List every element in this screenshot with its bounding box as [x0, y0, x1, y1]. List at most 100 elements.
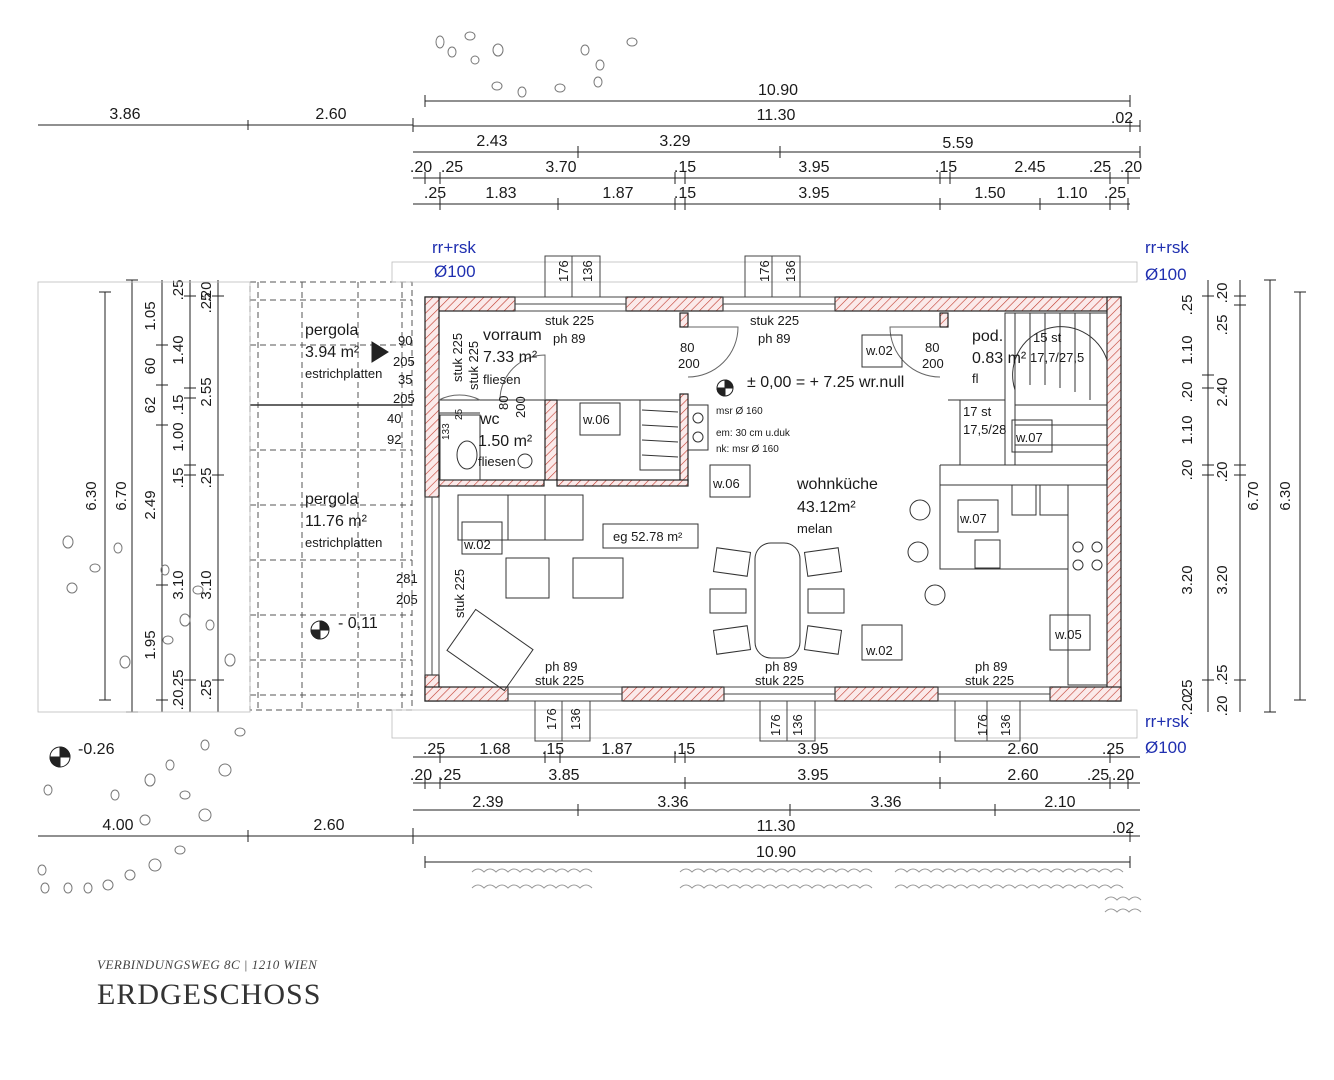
- dim-right-c1: 1.10: [1179, 415, 1196, 444]
- room-floor-wc: fliesen: [478, 454, 516, 469]
- window-height: 136: [790, 714, 805, 736]
- room-floor-wohnkueche: melan: [797, 521, 832, 536]
- dim-top-r4: .25: [1089, 159, 1111, 176]
- dim-left-c2: .15: [170, 395, 187, 416]
- opening-dim: 25: [454, 408, 465, 420]
- level-markers: [49, 341, 734, 768]
- dim-right-c1: .20: [1179, 382, 1196, 403]
- dim-top-r4: 3.95: [798, 159, 829, 176]
- note-stuk-vertical: stuk 225: [452, 569, 467, 618]
- dim-left-c2: .25: [170, 280, 187, 301]
- dim-right-c1: .25: [1179, 680, 1196, 701]
- dim-top-r4: .20: [1120, 159, 1142, 176]
- opening-dim: 92: [387, 432, 401, 447]
- dim-right-c1: .20: [1179, 460, 1196, 481]
- address-caption: VERBINDUNGSWEG 8C | 1210 WIEN: [97, 957, 318, 972]
- dim-top-total-2: 11.30: [757, 107, 796, 124]
- window-width: 176: [975, 714, 990, 736]
- note-w02: w.02: [865, 643, 893, 658]
- blue-labels: rr+rsk Ø100 rr+rsk Ø100 rr+rsk Ø100: [432, 238, 1189, 757]
- pipe-diameter-top-right: Ø100: [1145, 265, 1187, 284]
- dim-bot-r1: 3.95: [797, 741, 828, 758]
- note-w06: w.06: [712, 476, 740, 491]
- rain-pipe-label-top-right: rr+rsk: [1145, 238, 1189, 257]
- dim-left-c2: .25: [170, 670, 187, 691]
- room-area-pergola-1: 3.94 m²: [305, 344, 360, 361]
- pipe-diameter-bottom-right: Ø100: [1145, 738, 1187, 757]
- note-stuk-vertical: stuk 225: [450, 333, 465, 382]
- window-height: 136: [783, 260, 798, 282]
- dim-right-c1: 3.20: [1179, 565, 1196, 594]
- opening-dim: 133: [441, 423, 452, 440]
- dim-top-r5: 3.95: [798, 185, 829, 202]
- dim-bot-r2: .20: [410, 767, 432, 784]
- dim-top-r5: 1.50: [974, 185, 1005, 202]
- dim-top-total-1: 10.90: [758, 82, 798, 99]
- dim-left-c4: .25: [198, 293, 215, 314]
- dim-top-r5: 1.10: [1056, 185, 1087, 202]
- window-width: 176: [556, 260, 571, 282]
- dim-bot-r1: .25: [1102, 741, 1124, 758]
- dim-top-r3: 2.43: [476, 133, 507, 150]
- dim-top-left-1: 3.86: [109, 106, 140, 123]
- dim-bot-left: 4.00: [102, 817, 133, 834]
- door-height: 200: [922, 356, 944, 371]
- dim-left-c4: .25: [198, 468, 215, 489]
- dim-top-r4: .15: [935, 159, 957, 176]
- dim-top-r5: 1.83: [485, 185, 516, 202]
- level-main-label: ± 0,00 = + 7.25 wr.null: [747, 374, 904, 391]
- dim-top-r4: .15: [674, 159, 696, 176]
- dim-left-c3: .20: [198, 282, 215, 303]
- stairs-lower-count: 17 st: [963, 404, 992, 419]
- dim-left-c2: 3.10: [170, 570, 187, 599]
- note-ph: ph 89: [758, 331, 791, 346]
- dim-top-r4: .25: [441, 159, 463, 176]
- dim-top-r3: 3.29: [659, 133, 690, 150]
- dim-bot-r1: .15: [542, 741, 564, 758]
- opening-dim: 90: [398, 333, 412, 348]
- terrace-paving: [37, 261, 1138, 739]
- room-area-wohnkueche: 43.12m²: [797, 499, 856, 516]
- dim-bot-r1: 2.60: [1007, 741, 1038, 758]
- bottom-dimensions: [38, 751, 1140, 868]
- room-area-vorraum: 7.33 m²: [483, 349, 538, 366]
- door-width: 80: [496, 396, 511, 410]
- dim-left-c2: 1.00: [170, 422, 187, 451]
- dim-bot-r1: 1.87: [601, 741, 632, 758]
- room-area-pergola-2: 11.76 m²: [305, 513, 368, 530]
- dim-bot-r2: .25: [1087, 767, 1109, 784]
- right-dimensions: [1202, 279, 1306, 713]
- interior-partitions: [438, 312, 1108, 692]
- opening-dim: 40: [387, 411, 401, 426]
- dim-left-c1: 62: [142, 397, 159, 414]
- dim-left-c3: 3.10: [198, 570, 215, 599]
- note-stuk-vertical: stuk 225: [466, 341, 481, 390]
- left-dimensions: [99, 279, 224, 713]
- dim-right-c1: .20: [1179, 695, 1196, 716]
- right-dimension-labels: .25 1.10 .20 1.10 .20 3.20 .25 .20 .20 .…: [1179, 283, 1294, 717]
- dim-bot-r2: .25: [439, 767, 461, 784]
- note-w07: w.07: [1015, 430, 1043, 445]
- room-area-wc: 1.50 m²: [478, 433, 533, 450]
- dim-right-c2: .25: [1214, 665, 1231, 686]
- bottom-dimension-labels: .25 1.68 .15 1.87 .15 3.95 2.60 .25 .20 …: [102, 741, 1134, 861]
- note-stuk: stuk 225: [755, 673, 804, 688]
- install-note: nk: msr Ø 160: [716, 444, 779, 455]
- note-w05: w.05: [1054, 627, 1082, 642]
- dim-bot-total-1: 11.30: [757, 818, 796, 835]
- dim-left-c1: 60: [142, 358, 159, 375]
- note-ph: ph 89: [975, 659, 1008, 674]
- note-w06: w.06: [582, 412, 610, 427]
- door-width: 80: [925, 340, 939, 355]
- install-note: msr Ø 160: [716, 406, 763, 417]
- dim-top-r4: 3.70: [545, 159, 576, 176]
- dim-right-c2: 3.20: [1214, 565, 1231, 594]
- dim-bot-left: 2.60: [313, 817, 344, 834]
- room-floor-pergola-1: estrichplatten: [305, 366, 382, 381]
- dim-left-c1: 1.95: [142, 630, 159, 659]
- dim-left-outer: 6.70: [113, 481, 130, 510]
- door-height: 200: [678, 356, 700, 371]
- room-labels: pergola 3.94 m² estrichplatten pergola 1…: [305, 322, 1027, 550]
- floor-title: ERDGESCHOSS: [97, 978, 322, 1011]
